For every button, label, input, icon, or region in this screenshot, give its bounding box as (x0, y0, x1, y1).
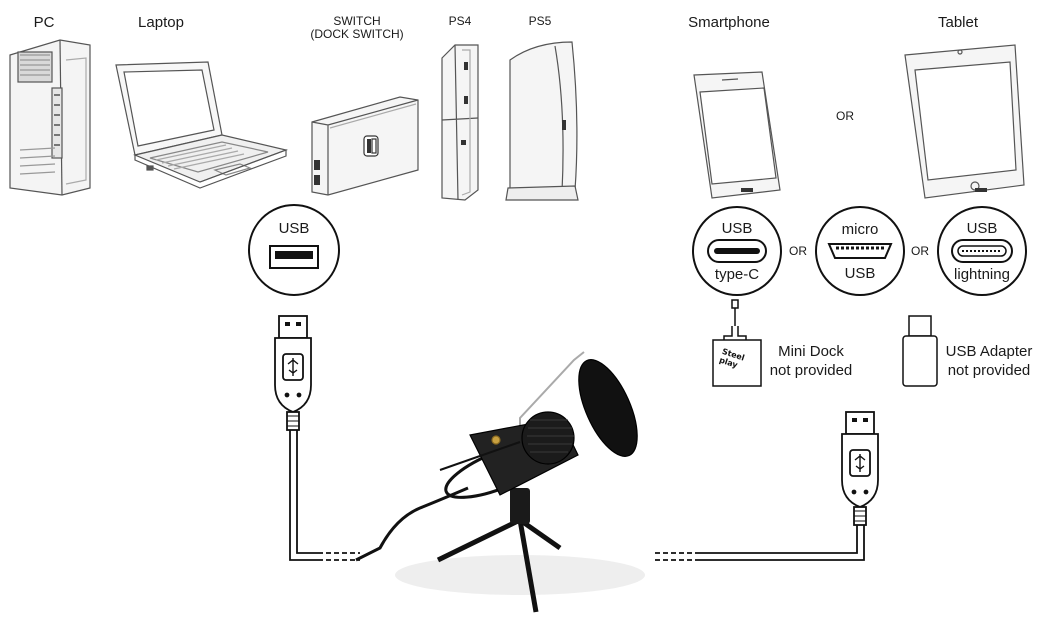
lightning-port-icon (937, 206, 1027, 296)
usb-c-port-icon (692, 206, 782, 296)
usb-adapter-icon (902, 315, 938, 387)
lightning-label-bottom: lightning (954, 266, 1010, 283)
or-port-1: OR (789, 244, 807, 258)
device-label-ps5: PS5 (528, 14, 552, 28)
device-label-switch-line2: (DOCK SWITCH) (310, 27, 404, 41)
micro-label-bottom: USB (844, 265, 876, 282)
microphone-icon (355, 351, 645, 613)
micro-usb-port-icon (815, 206, 905, 296)
usb-a-label: USB (278, 220, 310, 237)
ps5-console-icon (505, 41, 579, 201)
tablet-icon (904, 44, 1025, 199)
laptop-icon (115, 61, 289, 189)
typec-label-bottom: type-C (714, 266, 760, 283)
ps4-console-icon (441, 44, 479, 201)
mini-dock-label-line1: Mini Dock (778, 343, 844, 360)
usb-a-port-icon (248, 204, 340, 296)
device-label-ps4: PS4 (448, 14, 472, 28)
pc-tower-icon (9, 39, 91, 196)
or-port-2: OR (911, 244, 929, 258)
device-label-switch: SWITCH (DOCK SWITCH) (310, 15, 403, 41)
mini-dock-label-line2: not provided (769, 362, 853, 379)
device-label-switch-line1: SWITCH (333, 14, 381, 28)
switch-dock-icon (311, 96, 419, 196)
device-label-pc: PC (33, 14, 55, 31)
usb-adapter-label-line2: not provided (947, 362, 1031, 379)
mini-dock-icon (712, 299, 762, 387)
usb-plug-icon (274, 315, 360, 561)
device-label-smartphone: Smartphone (688, 14, 770, 31)
typec-label-top: USB (721, 220, 753, 237)
micro-label-top: micro (841, 221, 879, 238)
lightning-label-top: USB (966, 220, 998, 237)
device-label-laptop: Laptop (138, 14, 184, 31)
smartphone-icon (693, 71, 781, 199)
or-phone-tablet: OR (836, 109, 854, 123)
device-label-tablet: Tablet (937, 14, 979, 31)
usb-adapter-label-line1: USB Adapter (945, 343, 1033, 360)
usb-plug-icon (655, 411, 879, 561)
